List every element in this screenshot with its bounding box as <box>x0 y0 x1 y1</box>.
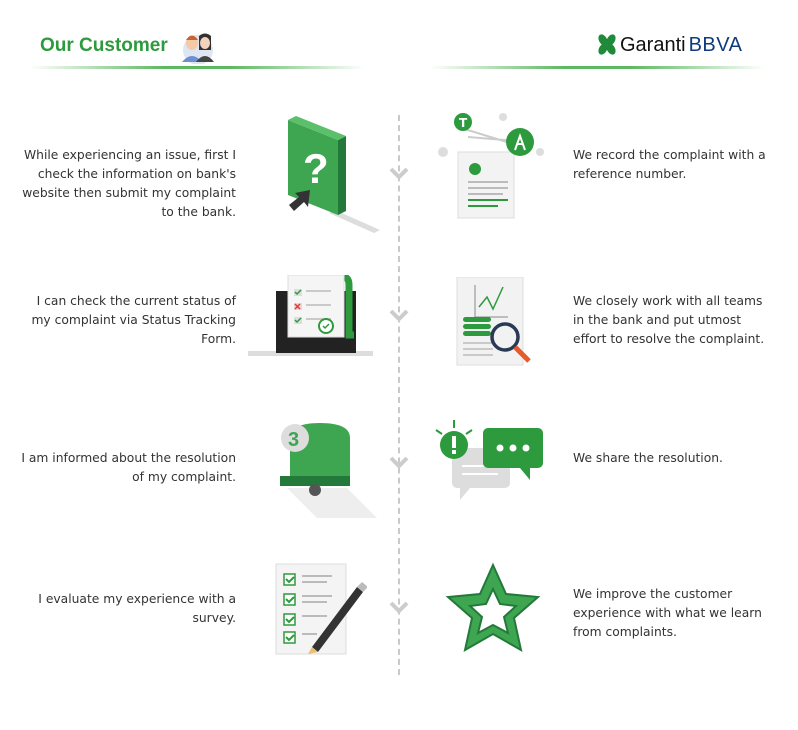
customer-step-2: I can check the current status of my com… <box>31 294 236 346</box>
header-rule-left <box>30 66 365 69</box>
page-title: Our Customer <box>40 35 168 56</box>
survey-checklist-icon <box>275 563 367 655</box>
customers-icon <box>182 33 214 64</box>
bank-step-3: We share the resolution. <box>573 451 723 465</box>
notification-bell-icon: 3 <box>280 423 377 518</box>
chevron-down-icon <box>389 167 409 180</box>
header-rule-right <box>430 66 765 69</box>
bank-step-1: We record the complaint with a reference… <box>573 148 766 181</box>
clover-icon <box>598 34 616 55</box>
document-network-icon: T <box>438 113 544 219</box>
svg-text:?: ? <box>303 145 329 192</box>
chevron-down-icon <box>389 456 409 469</box>
status-tracking-form-icon <box>248 275 373 356</box>
customer-step-3: I am informed about the resolution of my… <box>21 451 236 484</box>
bank-step-4: We improve the customer experience with … <box>573 587 762 639</box>
chat-bubbles-icon <box>435 420 543 500</box>
question-box-icon: ? <box>288 116 380 233</box>
customer-step-4: I evaluate my experience with a survey. <box>38 592 236 625</box>
star-icon <box>445 562 541 652</box>
bank-step-2: We closely work with all teams in the ba… <box>573 294 765 346</box>
chevron-down-icon <box>389 601 409 614</box>
analysis-document-icon <box>456 277 531 366</box>
garanti-bbva-logo: Garanti BBVA <box>597 33 742 57</box>
svg-text:T: T <box>459 116 468 130</box>
timeline-divider <box>398 115 400 675</box>
logo-bbva: BBVA <box>688 33 743 56</box>
logo-garanti: Garanti <box>620 33 686 56</box>
bell-badge-number: 3 <box>288 429 299 451</box>
customer-step-1: While experiencing an issue, first I che… <box>22 148 236 219</box>
chevron-down-icon <box>389 309 409 322</box>
